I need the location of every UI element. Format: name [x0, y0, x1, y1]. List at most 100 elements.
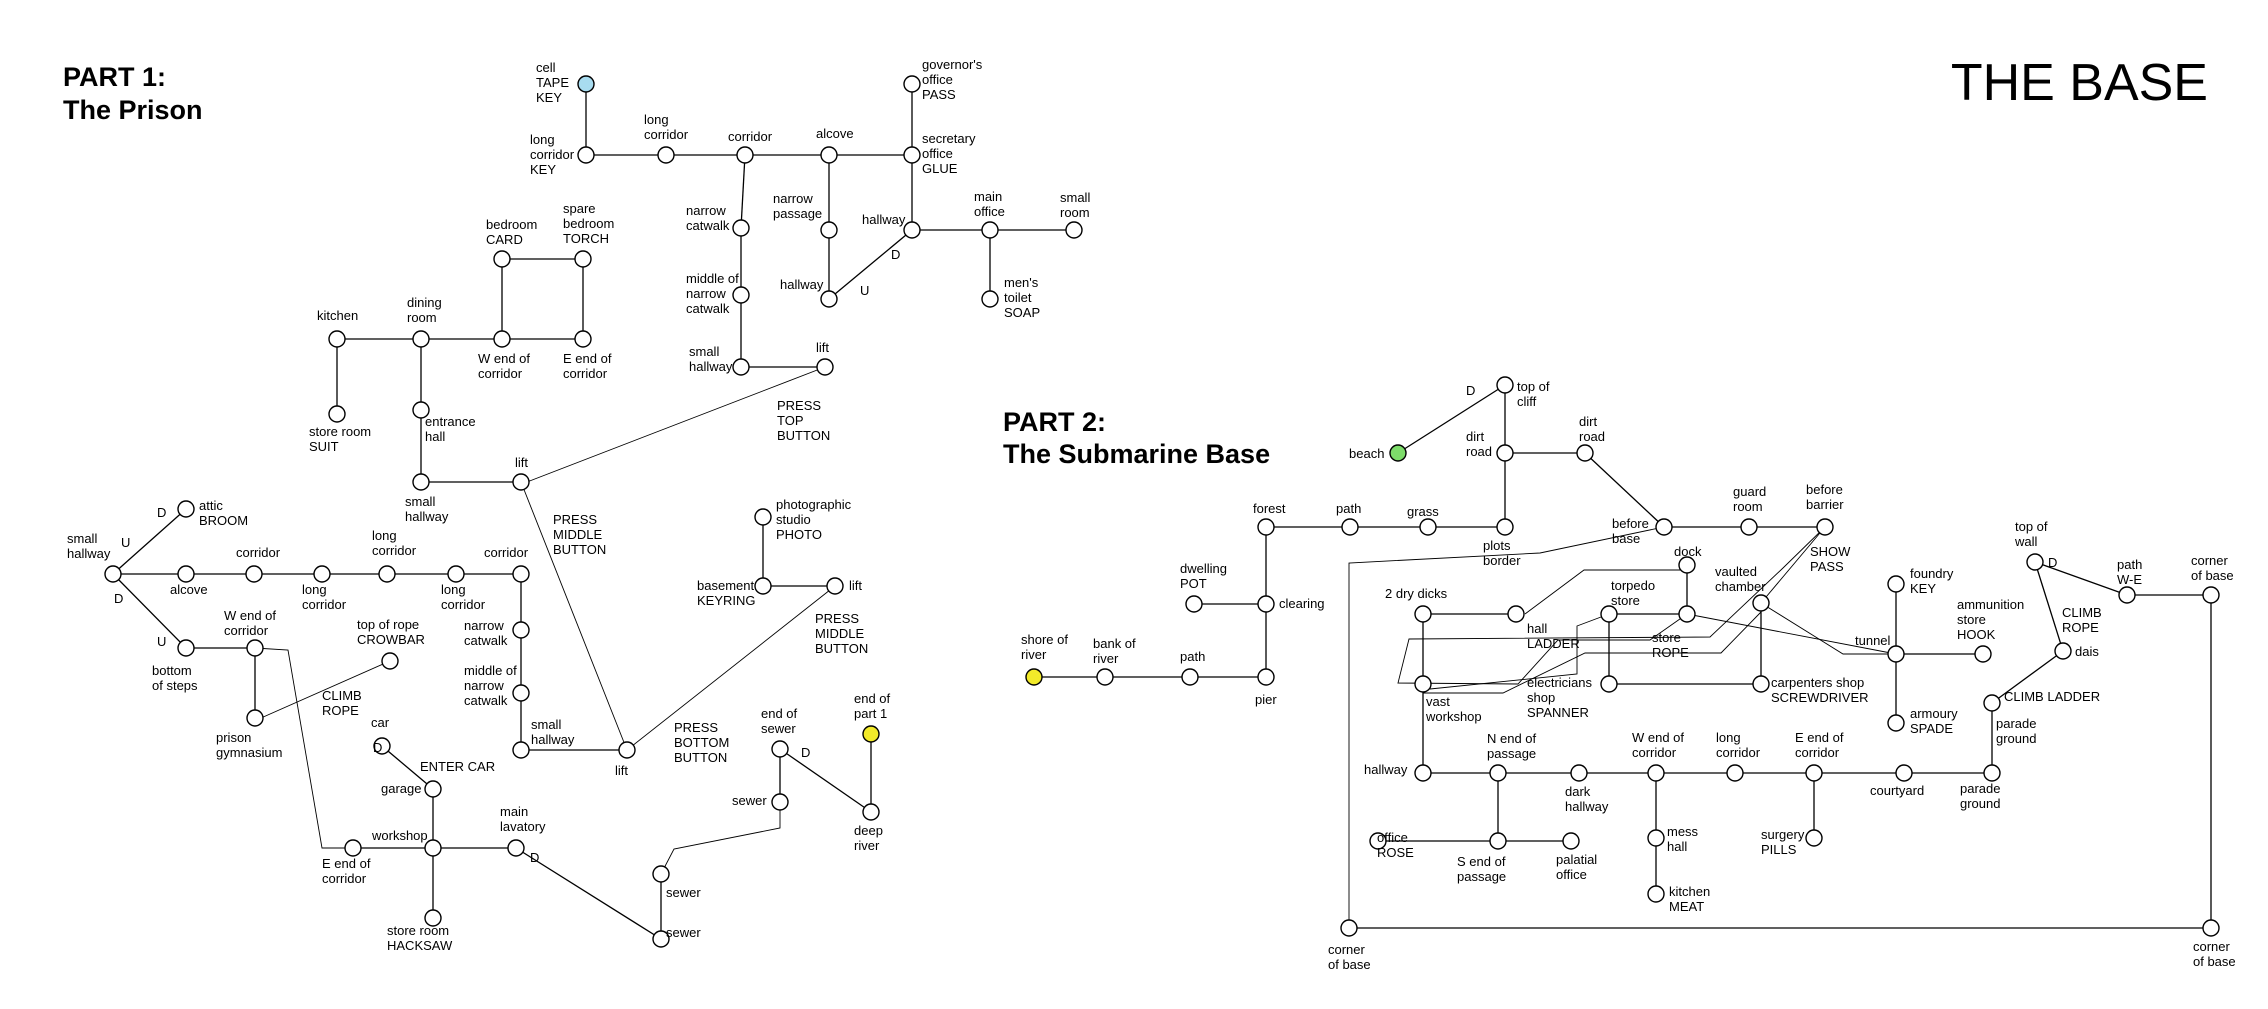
- annotation-dir-d-7-line: D: [1466, 383, 1475, 398]
- room-label-bank-of-river-line: bank of: [1093, 636, 1136, 651]
- room-node-dining-room: [412, 330, 430, 348]
- room-label-prison-gym-line: gymnasium: [216, 745, 282, 760]
- room-label-governors-office-line: PASS: [922, 87, 956, 102]
- room-label-vaulted-chamber-line: vaulted: [1715, 564, 1757, 579]
- room-label-corridor-left: corridor: [236, 545, 281, 560]
- room-label-clearing-line: clearing: [1279, 596, 1325, 611]
- room-node-w-end-corridor-upper: [493, 330, 511, 348]
- room-node-palatial-office: [1562, 832, 1580, 850]
- connection-path: [1760, 602, 1896, 655]
- room-node-deep-river: [862, 803, 880, 821]
- room-node-before-barrier: [1816, 518, 1834, 536]
- room-node-alcove-top: [820, 146, 838, 164]
- connection-line: [1397, 384, 1506, 454]
- room-label-w-end-corridor-low-line: corridor: [224, 623, 269, 638]
- room-label-lift-top-line: lift: [816, 340, 829, 355]
- room-label-cell-line: cell: [536, 60, 556, 75]
- room-label-dining-room-line: room: [407, 310, 437, 325]
- room-label-2-dry-dicks: 2 dry dicks: [1385, 586, 1448, 601]
- room-label-s-end-passage-line: S end of: [1457, 854, 1506, 869]
- room-label-small-room-line: room: [1060, 205, 1090, 220]
- annotation-dir-d-8-line: D: [2048, 555, 2057, 570]
- annotation-press-bottom-button-line: BUTTON: [674, 750, 727, 765]
- room-label-bedroom-line: CARD: [486, 232, 523, 247]
- room-label-secretary-office-line: secretary: [922, 131, 976, 146]
- room-label-w-end-corridor-low-line: W end of: [224, 608, 276, 623]
- annotation-dir-d-2-line: D: [114, 591, 123, 606]
- room-node-sewer-2: [652, 865, 670, 883]
- room-label-lift-basement-line: lift: [849, 578, 862, 593]
- room-node-alcove-left: [177, 565, 195, 583]
- room-label-deep-river-line: deep: [854, 823, 883, 838]
- room-node-armoury: [1887, 714, 1905, 732]
- room-label-middle-narrow-catwalk-top-line: catwalk: [686, 301, 730, 316]
- room-label-corner-base-bl-line: corner: [1328, 942, 1366, 957]
- room-label-dirt-road-2-line: dirt: [1579, 414, 1597, 429]
- room-label-shore-of-river-line: river: [1021, 647, 1047, 662]
- room-node-sewer-1: [771, 793, 789, 811]
- room-label-surgery-line: surgery: [1761, 827, 1805, 842]
- room-label-path-we-line: path: [2117, 557, 2142, 572]
- room-node-lift-bottom: [618, 741, 636, 759]
- room-label-deep-river-line: river: [854, 838, 880, 853]
- part2-title: PART 2:: [1003, 407, 1106, 437]
- room-label-garage-line: garage: [381, 781, 421, 796]
- room-label-corner-base-br-line: of base: [2193, 954, 2236, 969]
- annotation-dir-u-2-line: U: [157, 634, 166, 649]
- room-node-dark-hallway: [1570, 764, 1588, 782]
- room-label-plots-border-line: plots: [1483, 538, 1511, 553]
- room-node-workshop-prison: [424, 839, 442, 857]
- room-node-parade-ground-1: [1983, 694, 2001, 712]
- room-label-sewer-3: sewer: [666, 925, 701, 940]
- annotation-climb-ladder: CLIMB LADDER: [2004, 689, 2100, 704]
- room-label-lift-middle-line: lift: [515, 455, 528, 470]
- room-label-2-dry-dicks-line: 2 dry dicks: [1385, 586, 1448, 601]
- room-node-small-room: [1065, 221, 1083, 239]
- room-node-top-of-wall: [2026, 553, 2044, 571]
- room-node-guard-room: [1740, 518, 1758, 536]
- annotation-dir-d-6: D: [801, 745, 810, 760]
- room-label-narrow-catwalk-low-line: catwalk: [464, 633, 508, 648]
- room-label-long-corridor-key-line: corridor: [530, 147, 575, 162]
- room-node-grass: [1419, 518, 1437, 536]
- room-label-beach-line: beach: [1349, 446, 1384, 461]
- connection-path: [626, 585, 836, 751]
- room-label-alcove-left: alcove: [170, 582, 208, 597]
- annotation-press-middle-button-2-line: PRESS: [815, 611, 859, 626]
- room-label-alcove-top-line: alcove: [816, 126, 854, 141]
- room-node-bedroom: [493, 250, 511, 268]
- room-label-dock: dock: [1674, 544, 1702, 559]
- room-label-courtyard-line: courtyard: [1870, 783, 1924, 798]
- room-node-dais: [2054, 642, 2072, 660]
- room-label-lift-top: lift: [816, 340, 829, 355]
- room-node-2-dry-dicks: [1414, 605, 1432, 623]
- room-label-basement-line: basement: [697, 578, 754, 593]
- room-label-sewer-2-line: sewer: [666, 885, 701, 900]
- annotation-press-top-button-line: TOP: [777, 413, 804, 428]
- room-label-before-barrier-line: barrier: [1806, 497, 1844, 512]
